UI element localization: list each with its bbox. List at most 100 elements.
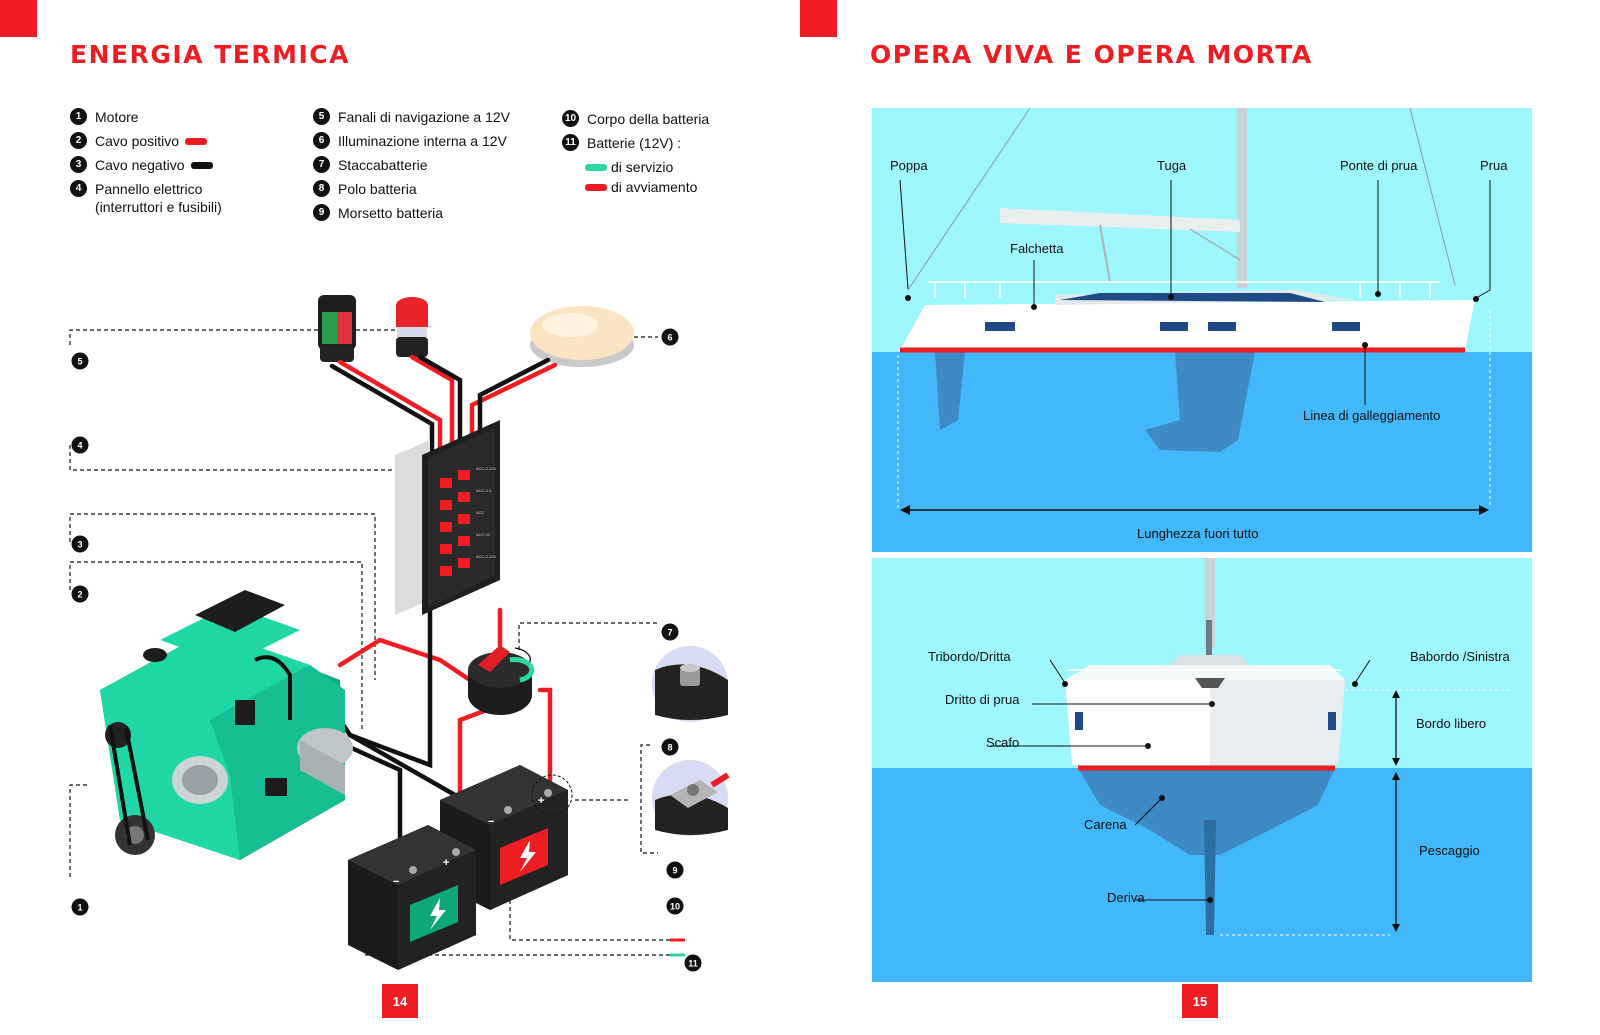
legend-number: 4: [70, 180, 87, 197]
legend-label: Motore: [95, 109, 139, 125]
leader-9: [640, 744, 658, 854]
mast: [1237, 108, 1247, 288]
badge-9: 9: [666, 861, 684, 879]
legend-number: 11: [562, 134, 579, 151]
electrical-diagram: ACC 0-12V ACC 0-1 ACC ACC 01 ACC 0-12V: [69, 295, 730, 972]
leader-7: [518, 622, 658, 650]
panel-switch-label: ACC 0-1: [476, 488, 492, 493]
backstay: [907, 107, 1031, 291]
engine: [100, 590, 353, 860]
panel-switch-label: ACC: [476, 510, 485, 515]
panel-switch: [458, 514, 470, 524]
leader-4: [69, 445, 395, 471]
coachroof-windows: [1060, 293, 1325, 302]
leader-10: [509, 893, 675, 941]
label-linea-di-galleggiamento: Linea di galleggiamento: [1303, 408, 1440, 423]
page-title: ENERGIA TERMICA: [70, 40, 350, 69]
label-deriva: Deriva: [1107, 890, 1145, 905]
mast-front: [1205, 558, 1215, 648]
label-tribordo: Tribordo/Dritta: [928, 649, 1011, 664]
leader-3: [69, 513, 376, 680]
side-view-panel: Poppa Falchetta Tuga Ponte di prua Prua …: [872, 107, 1532, 552]
legend-item: 9 Morsetto batteria: [313, 204, 510, 228]
badge-3: 3: [71, 535, 89, 553]
terminal-plus: +: [538, 795, 544, 807]
label-falchetta: Falchetta: [1010, 241, 1064, 256]
page-number: 15: [1182, 984, 1218, 1018]
label-lunghezza-fuori-tutto: Lunghezza fuori tutto: [1137, 526, 1258, 541]
svg-text:7: 7: [667, 628, 672, 638]
legend-label: Staccabatterie: [338, 157, 428, 173]
legend-number: 10: [562, 110, 579, 127]
svg-text:6: 6: [667, 333, 672, 343]
label-ponte-di-prua: Ponte di prua: [1340, 158, 1418, 173]
badge-1: 1: [71, 898, 89, 916]
label-poppa: Poppa: [890, 158, 928, 173]
leader-1: [69, 784, 90, 877]
legend-label: Corpo della batteria: [587, 111, 710, 127]
panel-switch: [440, 478, 452, 488]
corner-marker: [0, 0, 37, 37]
badge-7: 7: [661, 623, 679, 641]
legend-sublabel: (interruttori e fusibili): [95, 199, 222, 215]
badge-4: 4: [71, 436, 89, 454]
panel-switch-label: ACC 0-12V: [476, 554, 497, 559]
svg-text:2: 2: [77, 590, 82, 600]
label-dritto-di-prua: Dritto di prua: [945, 692, 1020, 707]
legend-label: di avviamento: [611, 179, 698, 195]
page-number: 14: [382, 984, 418, 1018]
callout-poppa: [899, 179, 909, 290]
panel-switch: [458, 470, 470, 480]
red-swatch: [185, 138, 208, 145]
legend-label: Cavo negativo: [95, 157, 185, 173]
panel-switch: [440, 522, 452, 532]
svg-text:3: 3: [77, 540, 82, 550]
legend-number: 9: [313, 204, 330, 221]
legend-number: 7: [313, 156, 330, 173]
legend-label: Morsetto batteria: [338, 205, 444, 221]
svg-text:10: 10: [670, 902, 680, 912]
green-swatch: [585, 164, 607, 171]
label-scafo: Scafo: [986, 735, 1019, 750]
forestay: [1409, 107, 1456, 286]
panel-switch: [458, 558, 470, 568]
corner-marker: [800, 0, 837, 37]
panel-switch: [440, 500, 452, 510]
battery-starting: + −: [440, 765, 568, 910]
label-carena: Carena: [1084, 817, 1127, 832]
legend-item: di servizio: [562, 158, 709, 178]
leader-2: [69, 561, 363, 730]
hull-underwater: [1078, 768, 1335, 855]
terminal-highlight-circle: [531, 774, 573, 816]
svg-text:8: 8: [667, 743, 672, 753]
badge-5: 5: [71, 352, 89, 370]
callout-prua: [1477, 180, 1491, 298]
badge-11: 11: [684, 954, 702, 972]
terminal-plus: +: [443, 857, 449, 869]
panel-switch: [458, 536, 470, 546]
legend-item: 7 Staccabatterie: [313, 156, 510, 180]
rudder: [935, 352, 965, 430]
electrical-panel: ACC 0-12V ACC 0-1 ACC ACC 01 ACC 0-12V: [395, 420, 500, 615]
svg-text:5: 5: [77, 357, 82, 367]
label-babordo: Babordo /Sinistra: [1410, 649, 1510, 664]
svg-text:1: 1: [77, 903, 82, 913]
legend-item: 10 Corpo della batteria: [562, 110, 709, 134]
callout-tribordo: [1049, 659, 1066, 684]
terminal-minus: −: [488, 816, 494, 828]
legend-label: Fanali di navigazione a 12V: [338, 109, 511, 125]
legend-number: 2: [70, 132, 87, 149]
hull-diagram: Poppa Falchetta Tuga Ponte di prua Prua …: [872, 107, 1532, 982]
panel-switch: [458, 492, 470, 502]
